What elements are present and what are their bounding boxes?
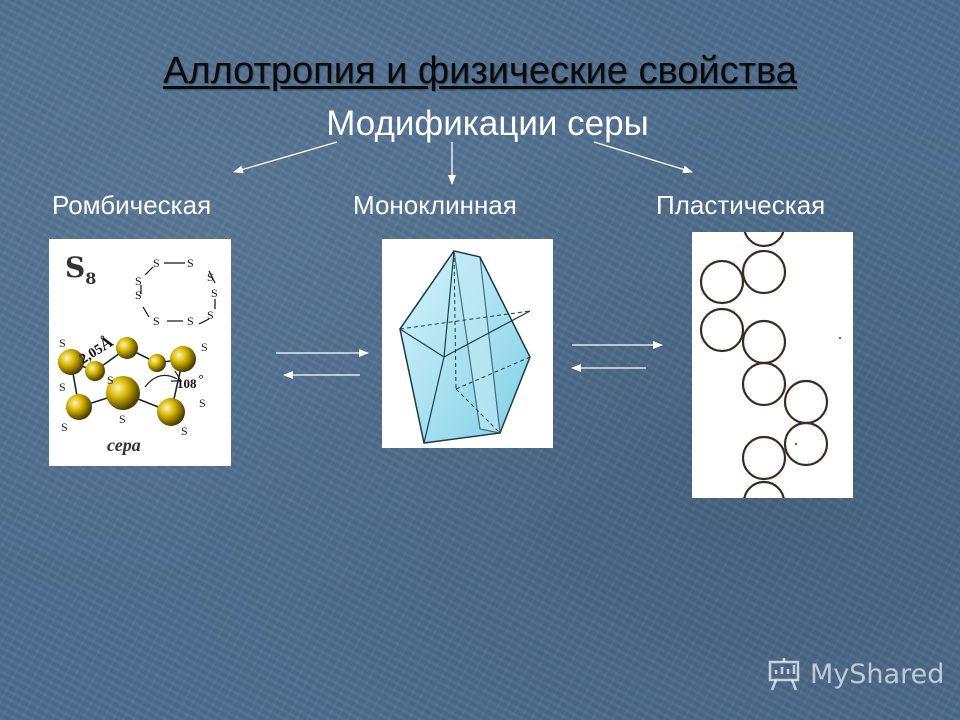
svg-text:S: S	[207, 308, 214, 322]
svg-text:S: S	[153, 314, 160, 328]
watermark-text: MyShared	[810, 658, 945, 690]
s8-ball-stick-model: S S S S S S S S 2,05Å 108°	[58, 331, 208, 438]
svg-text:S: S	[153, 256, 160, 270]
formula-s8: S8	[65, 251, 96, 288]
branch-arrow-left	[233, 141, 338, 174]
svg-text:S: S	[201, 340, 208, 354]
image-caption-sulfur: сера	[107, 435, 141, 455]
s8-molecule-diagram: S8 S S S S S S S S S	[58, 251, 218, 455]
label-plastic: Пластическая	[656, 190, 826, 220]
plastic-sulfur-image	[692, 232, 853, 498]
label-rhombic: Ромбическая	[52, 190, 212, 220]
bond-angle-label: 108°	[177, 371, 204, 391]
svg-text:S: S	[187, 256, 194, 270]
svg-text:S: S	[199, 396, 206, 410]
monoclinic-crystal-image	[382, 239, 553, 448]
svg-text:S: S	[59, 380, 66, 394]
svg-text:S: S	[181, 424, 188, 438]
rhombic-sulfur-image: S8 S S S S S S S S S	[49, 239, 231, 466]
svg-text:S: S	[135, 274, 142, 288]
svg-text:S: S	[207, 270, 214, 284]
svg-text:S: S	[135, 288, 142, 302]
branch-arrow-right	[593, 141, 693, 174]
chain-rings-drawing	[699, 232, 841, 498]
svg-text:S: S	[119, 412, 126, 426]
watermark: MyShared	[766, 652, 944, 696]
label-monoclinic: Моноклинная	[353, 190, 517, 220]
svg-text:S: S	[59, 336, 66, 350]
crystal-drawing	[399, 250, 531, 444]
s8-ring: S S S S S S S S S	[135, 256, 218, 328]
slide-title: Аллотропия и физические свойства	[163, 50, 797, 92]
presentation-board-icon	[768, 658, 800, 691]
svg-text:S: S	[187, 314, 194, 328]
svg-text:S: S	[61, 420, 68, 434]
slide-subtitle: Модификации серы	[326, 104, 649, 143]
svg-text:S: S	[211, 286, 218, 300]
svg-text:S: S	[107, 373, 114, 387]
